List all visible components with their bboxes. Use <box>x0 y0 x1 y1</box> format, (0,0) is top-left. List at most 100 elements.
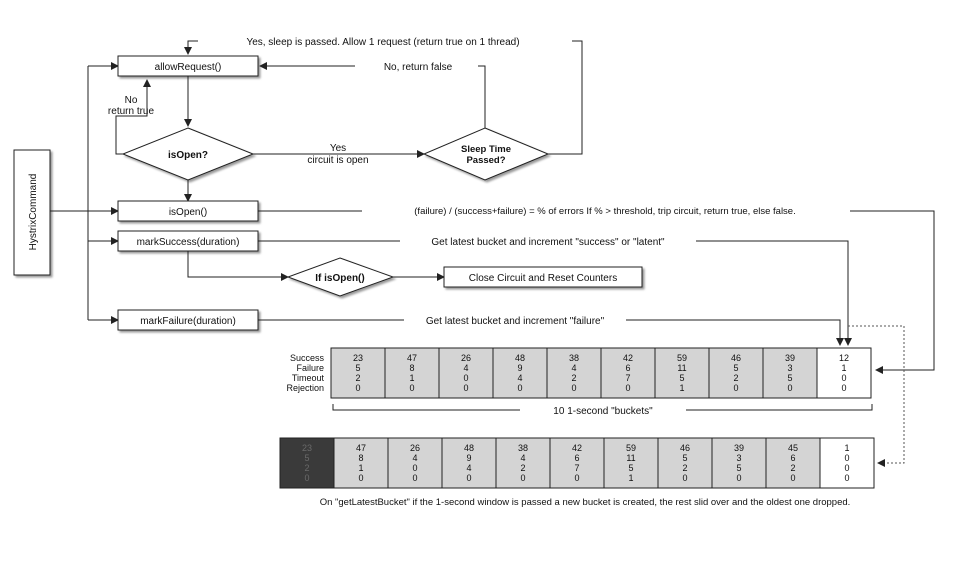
mark-success-label: markSuccess(duration) <box>137 237 240 248</box>
bottom-bucket-9-value-2: 2 <box>790 463 795 473</box>
bottom-bucket-10-value-3: 0 <box>844 473 849 483</box>
new-bucket-dotted-path <box>848 325 905 467</box>
allow-request-box: allowRequest() <box>117 55 259 77</box>
top-bucket-5-value-2: 7 <box>625 373 630 383</box>
bottom-bucket-9-value-1: 6 <box>790 453 795 463</box>
bottom-bucket-4-value-2: 2 <box>520 463 525 473</box>
hystrix-command-box: HystrixCommand <box>13 149 51 276</box>
top-bucket-9-value-2: 0 <box>841 373 846 383</box>
footer-caption: On "getLatestBucket" if the 1-second win… <box>320 497 851 508</box>
top-bucket-cell-0 <box>330 347 386 399</box>
bottom-bucket-0-value-3: 0 <box>304 473 309 483</box>
mark-failure-box: markFailure(duration) <box>117 309 259 331</box>
top-bucket-7-value-3: 0 <box>733 383 738 393</box>
top-bucket-8-value-3: 0 <box>787 383 792 393</box>
error-formula-label: (failure) / (success+failure) = % of err… <box>414 206 795 217</box>
bottom-bucket-9-value-0: 45 <box>788 443 798 453</box>
top-bucket-6-value-3: 1 <box>679 383 684 393</box>
top-bucket-7-value-2: 2 <box>733 373 738 383</box>
no-return-false-label: No, return false <box>384 62 453 73</box>
bottom-bucket-2-value-2: 0 <box>412 463 417 473</box>
sleep-passed-path: Yes, sleep is passed. Allow 1 request (r… <box>184 37 583 155</box>
buckets-caption: 10 1-second "buckets" <box>553 406 653 417</box>
bottom-bucket-6-value-3: 1 <box>628 473 633 483</box>
top-bucket-3-value-2: 4 <box>517 373 522 383</box>
error-formula-path: (failure) / (success+failure) = % of err… <box>258 206 935 374</box>
top-bucket-0-value-2: 2 <box>355 373 360 383</box>
is-open-box-label: isOpen() <box>169 207 207 218</box>
bottom-bucket-4-value-1: 4 <box>520 453 525 463</box>
bottom-bucket-0-value-1: 5 <box>304 453 309 463</box>
yes-label: Yes <box>330 143 346 154</box>
sleep-time-decision: Sleep Time Passed? <box>422 127 550 181</box>
top-bucket-9-value-3: 0 <box>841 383 846 393</box>
bottom-bucket-3-value-0: 48 <box>464 443 474 453</box>
bottom-bucket-cell-8 <box>711 437 767 489</box>
top-bucket-2-value-3: 0 <box>463 383 468 393</box>
bottom-bucket-0-value-0: 23 <box>302 443 312 453</box>
top-bucket-1-value-3: 0 <box>409 383 414 393</box>
success-bucket-label: Get latest bucket and increment "success… <box>431 237 665 248</box>
bottom-bucket-3-value-2: 4 <box>466 463 471 473</box>
bottom-bucket-3-value-1: 9 <box>466 453 471 463</box>
bottom-bucket-2-value-3: 0 <box>412 473 417 483</box>
top-bucket-cell-8 <box>762 347 818 399</box>
top-bucket-5-value-1: 6 <box>625 363 630 373</box>
connector-success-to-if-open <box>187 251 289 281</box>
bottom-bucket-7-value-3: 0 <box>682 473 687 483</box>
top-bucket-cell-6 <box>654 347 710 399</box>
bottom-bucket-10-value-1: 0 <box>844 453 849 463</box>
top-bucket-4-value-3: 0 <box>571 383 576 393</box>
sleep-time-label-line2: Passed? <box>466 155 505 166</box>
top-bucket-8-value-1: 3 <box>787 363 792 373</box>
mark-success-box: markSuccess(duration) <box>117 230 259 252</box>
bottom-bucket-cell-0 <box>279 437 335 489</box>
top-bucket-4-value-0: 38 <box>569 353 579 363</box>
bottom-bucket-7-value-2: 2 <box>682 463 687 473</box>
top-bucket-4-value-2: 2 <box>571 373 576 383</box>
row-label-timeout: Timeout <box>292 373 325 383</box>
close-circuit-label: Close Circuit and Reset Counters <box>469 273 617 284</box>
bottom-bucket-1-value-1: 8 <box>358 453 363 463</box>
top-bucket-cell-7 <box>708 347 764 399</box>
bottom-bucket-8-value-0: 39 <box>734 443 744 453</box>
bottom-bucket-0-value-2: 2 <box>304 463 309 473</box>
bottom-bucket-9-value-3: 0 <box>790 473 795 483</box>
bottom-bucket-5-value-2: 7 <box>574 463 579 473</box>
return-true-label: return true <box>108 106 155 117</box>
top-bucket-1-value-0: 47 <box>407 353 417 363</box>
bottom-bucket-2-value-1: 4 <box>412 453 417 463</box>
close-circuit-box: Close Circuit and Reset Counters <box>443 266 643 288</box>
top-bucket-6-value-2: 5 <box>679 373 684 383</box>
top-bucket-8-value-0: 39 <box>785 353 795 363</box>
bottom-bucket-cell-1 <box>333 437 389 489</box>
mark-failure-label: markFailure(duration) <box>140 316 236 327</box>
bottom-bucket-7-value-0: 46 <box>680 443 690 453</box>
bottom-bucket-8-value-2: 5 <box>736 463 741 473</box>
top-bucket-9-value-0: 12 <box>839 353 849 363</box>
top-bucket-6-value-0: 59 <box>677 353 687 363</box>
is-open-box: isOpen() <box>117 200 259 222</box>
top-bucket-3-value-0: 48 <box>515 353 525 363</box>
top-bucket-2-value-0: 26 <box>461 353 471 363</box>
failure-bucket-path: Get latest bucket and increment "failure… <box>258 316 844 346</box>
no-label: No <box>125 95 138 106</box>
top-bucket-9-value-1: 1 <box>841 363 846 373</box>
no-return-true-path: No return true <box>108 79 155 155</box>
bottom-bucket-cell-2 <box>387 437 443 489</box>
bottom-bucket-6-value-1: 11 <box>626 453 635 463</box>
top-bucket-5-value-0: 42 <box>623 353 633 363</box>
hystrix-command-label: HystrixCommand <box>28 174 39 251</box>
bottom-bucket-cell-5 <box>549 437 605 489</box>
top-bucket-5-value-3: 0 <box>625 383 630 393</box>
bottom-bucket-4-value-0: 38 <box>518 443 528 453</box>
top-bucket-cell-1 <box>384 347 440 399</box>
bottom-bucket-5-value-1: 6 <box>574 453 579 463</box>
